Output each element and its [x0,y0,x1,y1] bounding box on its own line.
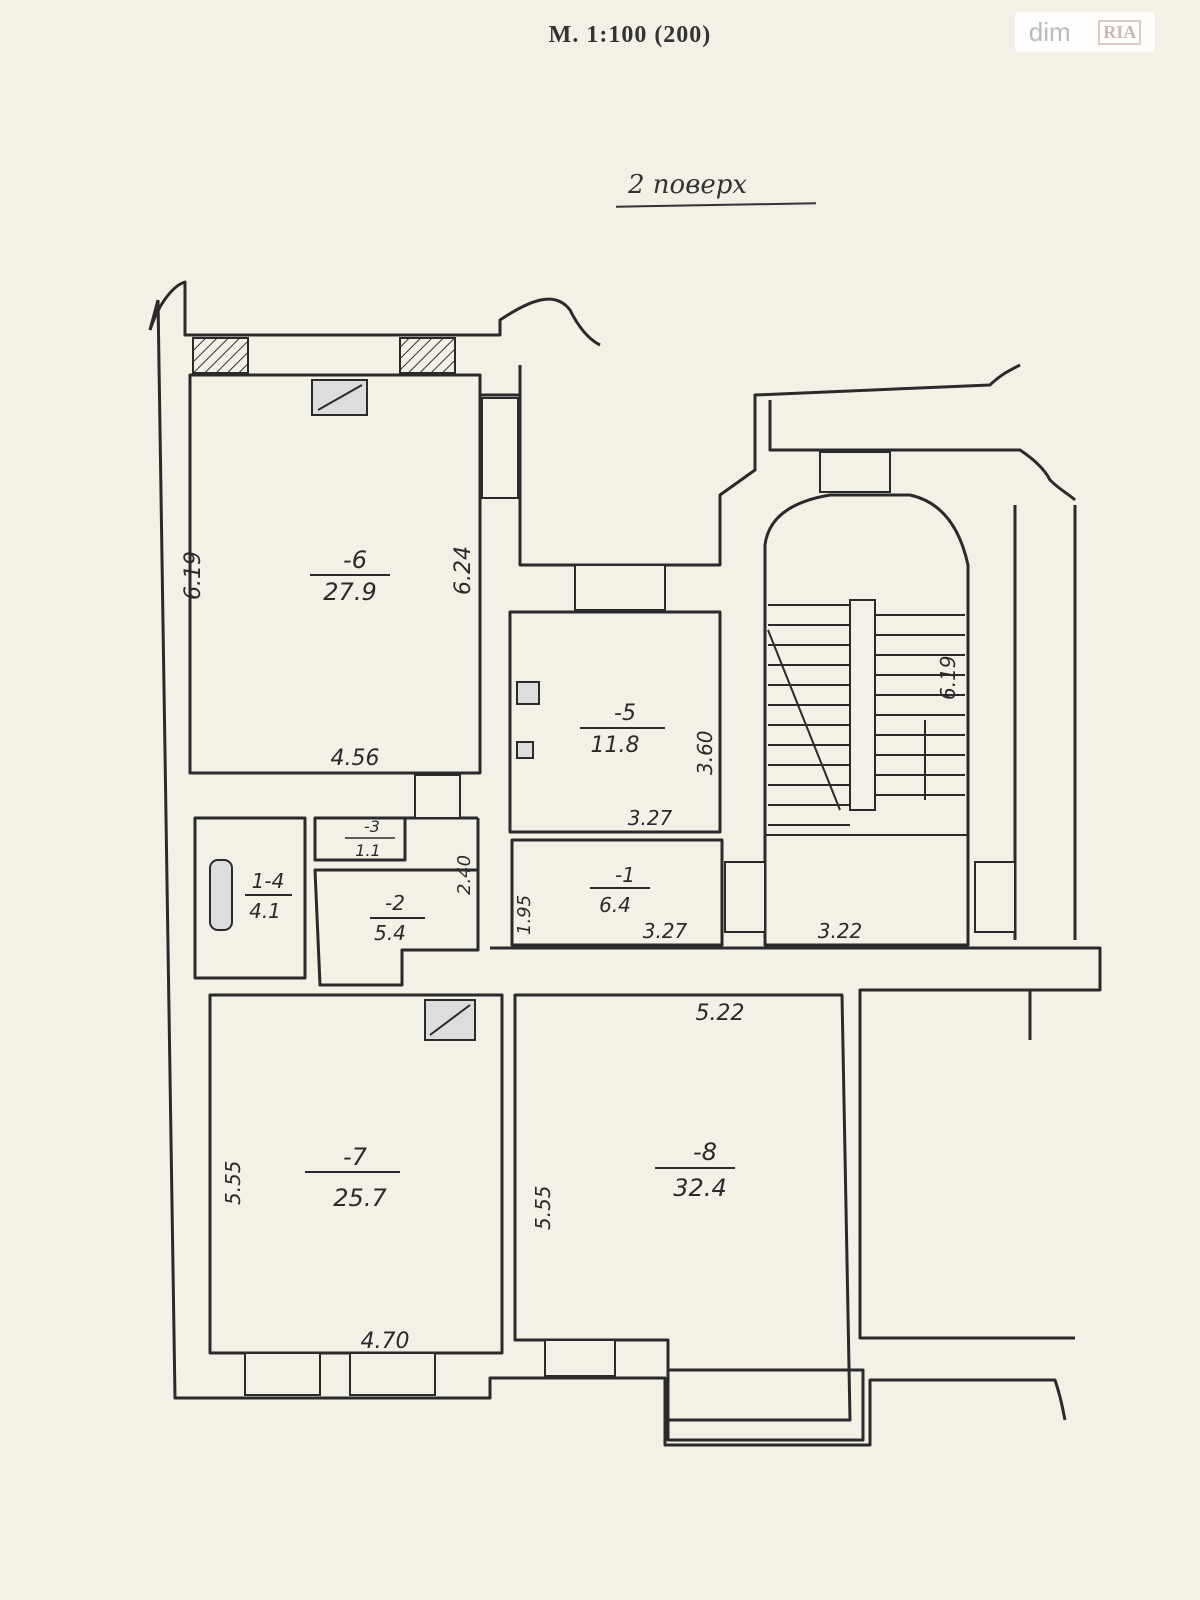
openings [244,397,1016,1396]
room-3-label: -3 [364,817,380,836]
room-6-label: -6 [343,546,367,574]
scale-label: М. 1:100 (200) [548,22,712,48]
chimney-blocks [192,337,456,374]
room-4-label: 1-4 [252,869,285,893]
room-8-area: 32.4 [673,1174,726,1202]
watermark-ria: RIA [1098,19,1142,45]
dim-r5-height: 3.60 [693,730,717,775]
dim-r8-height: 5.55 [531,1185,555,1230]
dim-r1-width: 3.27 [643,919,688,943]
room-6-area: 27.9 [323,578,376,606]
room-7-area: 25.7 [333,1184,387,1212]
room-7-label: -7 [343,1143,368,1171]
dimension-labels: 4.56 6.19 6.24 3.60 3.27 2.40 1.95 3.27 … [181,546,960,1354]
dim-stair-side: 6.19 [936,655,960,700]
room-2-area: 5.4 [374,921,406,945]
floor-title: 2 поверх [628,170,748,200]
watermark-logo: dim RIA [1015,12,1155,52]
walls [148,280,1102,1447]
dim-r8-width: 5.22 [696,1001,745,1026]
dim-r6-right: 6.24 [451,546,476,595]
vent-boxes [209,379,540,1041]
watermark-dim: dim [1028,16,1071,47]
room-8-label: -8 [693,1138,717,1166]
room-labels: -6 27.9 -5 11.8 1-4 4.1 -3 1.1 -2 5.4 -1… [245,546,735,1212]
stair-treads [765,599,968,836]
room-5-label: -5 [614,701,636,726]
dim-r6-left: 6.19 [181,551,206,600]
dim-r2-height: 2.40 [454,855,475,895]
dim-r6-width: 4.56 [331,746,380,771]
dim-r5-width: 3.27 [628,806,673,830]
room-1-area: 6.4 [599,893,631,917]
dim-r7-height: 5.55 [221,1160,245,1205]
dim-stair-width: 3.22 [818,919,863,943]
room-5-area: 11.8 [591,733,640,758]
dim-r1-height: 1.95 [514,895,535,935]
dim-r7-width: 4.70 [361,1329,410,1354]
room-2-label: -2 [385,891,405,915]
room-1-label: -1 [615,863,635,887]
room-4-area: 4.1 [249,899,281,923]
room-3-area: 1.1 [355,841,380,860]
